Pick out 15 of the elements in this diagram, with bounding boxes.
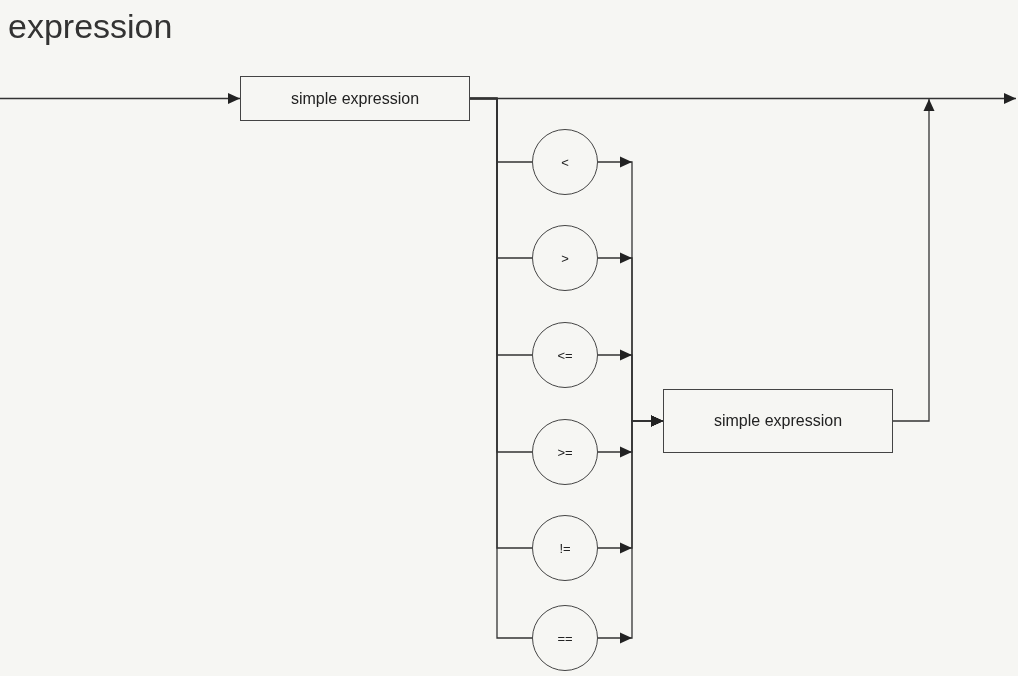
arrow: [0, 93, 241, 104]
operator-symbol: <: [561, 154, 569, 170]
arrow: [597, 415, 664, 644]
operator-symbol: ==: [557, 630, 573, 646]
box-label: simple expression: [290, 89, 420, 108]
operator-symbol: !=: [559, 540, 571, 556]
diagram-title: expression: [8, 6, 173, 46]
arrow: [892, 98, 935, 422]
connector-line: [469, 97, 533, 639]
operator-symbol: >: [561, 250, 569, 266]
process-box: [240, 76, 470, 121]
box-label: simple expression: [713, 412, 843, 430]
process-box: [663, 389, 893, 453]
operator-symbol: <=: [557, 347, 573, 363]
operator-symbol: >=: [557, 444, 573, 460]
